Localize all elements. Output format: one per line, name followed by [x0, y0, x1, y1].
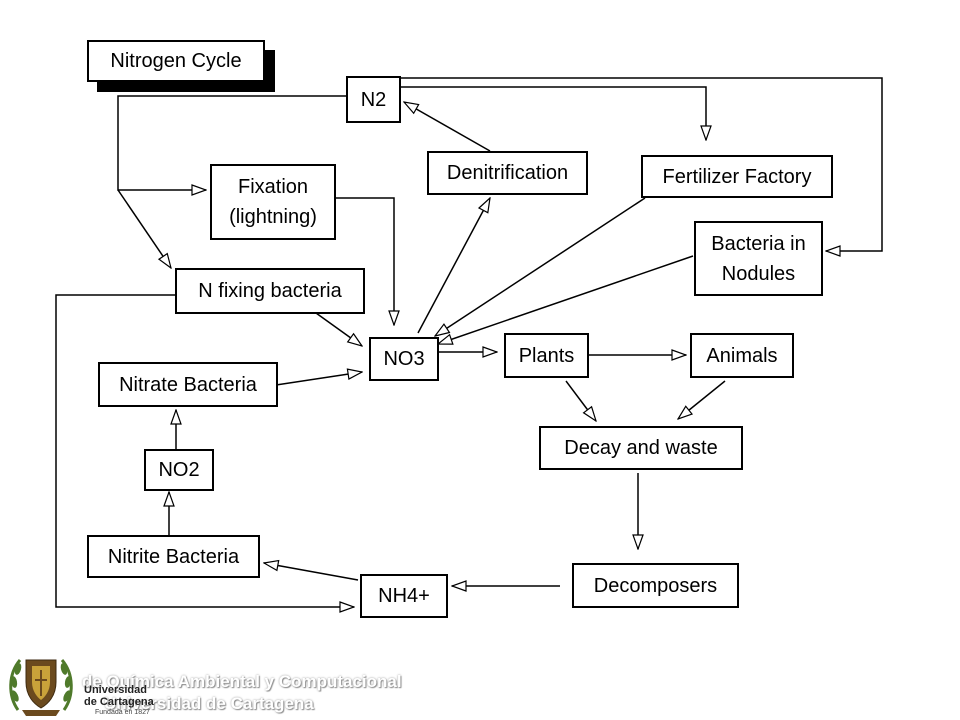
node-nitrate-bacteria: Nitrate Bacteria: [98, 362, 278, 407]
footer: de Química Ambiental y Computacional Uni…: [0, 652, 960, 720]
node-n2: N2: [346, 76, 401, 123]
node-no3: NO3: [369, 337, 439, 381]
node-no2: NO2: [144, 449, 214, 491]
node-fixation-line2: (lightning): [229, 206, 317, 228]
edge-nh4-to-nitrite-bacteria: [264, 563, 359, 581]
edge-denitrification-to-n2: [404, 102, 491, 152]
node-bacteria-in-nodules: Bacteria in Nodules: [694, 221, 823, 296]
node-plants: Plants: [504, 333, 589, 378]
edge-bacteria-in-nodules-to-no3: [438, 255, 694, 344]
node-fixation: Fixation (lightning): [210, 164, 336, 240]
edge-animals-to-decay: [678, 380, 726, 419]
footer-watermark-line2: Universidad de Cartagena: [104, 694, 314, 713]
node-fertilizer-factory: Fertilizer Factory: [641, 155, 833, 198]
node-nitrite-bacteria: Nitrite Bacteria: [87, 535, 260, 578]
edge-n2-to-n-fixing-bacteria: [117, 189, 171, 268]
node-bacteria-in-nodules-line2: Nodules: [721, 262, 796, 285]
node-decomposers: Decomposers: [572, 563, 739, 608]
edge-n2-to-bacteria-in-nodules: [400, 77, 883, 251]
edge-no3-to-denitrification: [417, 198, 490, 334]
logo-name-line1: Universidad: [84, 684, 147, 696]
edge-nitrate-bacteria-to-no3: [275, 372, 362, 386]
logo-since: Fundada en 1827: [95, 709, 150, 716]
node-decay-and-waste: Decay and waste: [539, 426, 743, 470]
node-denitrification: Denitrification: [427, 151, 588, 195]
node-animals: Animals: [690, 333, 794, 378]
edge-n-fixing-bacteria-to-no3: [315, 312, 362, 346]
edge-n2-to-fertilizer-factory: [400, 86, 706, 140]
footer-watermark-line1: de Química Ambiental y Computacional: [82, 672, 402, 691]
edge-n2-to-fixation: [117, 95, 347, 190]
logo-name-line2: de Cartagena: [84, 696, 154, 708]
edge-fertilizer-factory-to-no3: [435, 197, 646, 336]
node-bacteria-in-nodules-line1: Bacteria in: [711, 232, 806, 255]
diagram-title: Nitrogen Cycle: [87, 40, 265, 82]
node-fixation-line1: Fixation: [237, 176, 309, 198]
edge-n-fixing-bacteria-to-nh4: [55, 294, 354, 607]
edge-fixation-to-no3: [335, 197, 394, 325]
node-nh4: NH4+: [360, 574, 448, 618]
university-seal-icon: [9, 659, 73, 716]
node-n-fixing-bacteria: N fixing bacteria: [175, 268, 365, 314]
edge-plants-to-decay: [565, 380, 596, 421]
